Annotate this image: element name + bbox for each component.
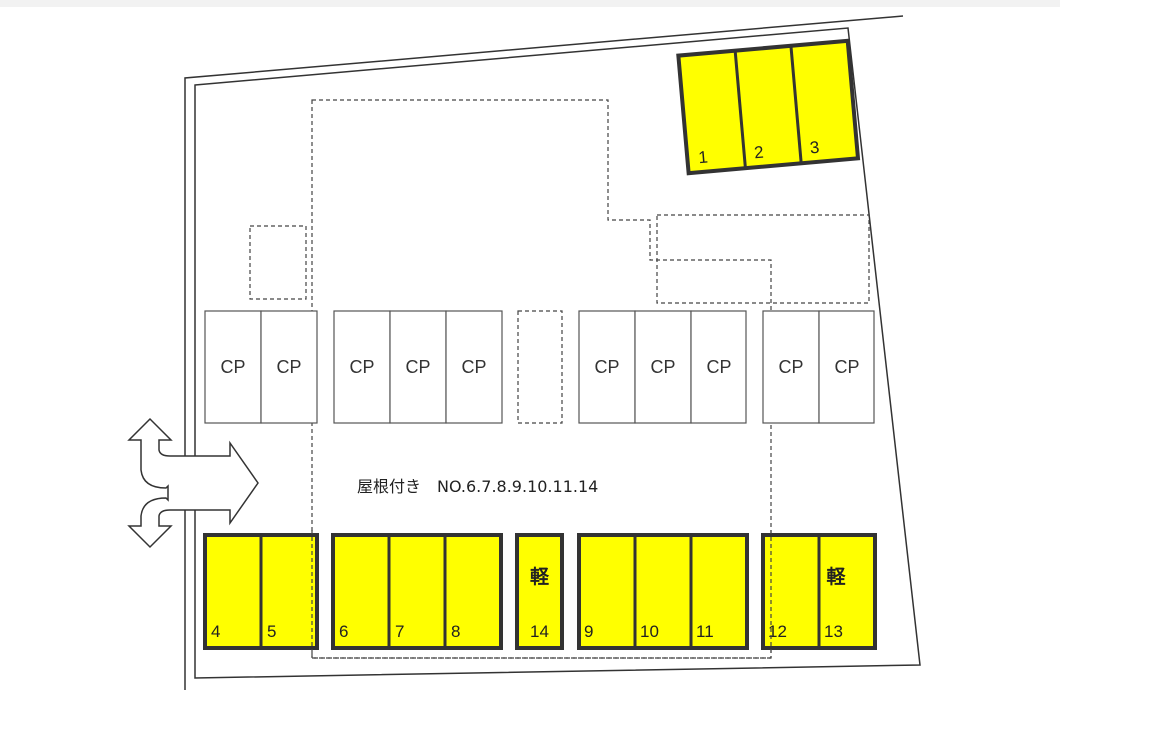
annex-outline — [656, 214, 870, 304]
stall-number-3: 3 — [809, 138, 820, 158]
stall-number-11: 11 — [696, 622, 714, 641]
carport-stall[interactable] — [690, 310, 747, 424]
kei-car-mark: 軽 — [530, 566, 550, 588]
carport-stall[interactable] — [445, 310, 503, 424]
carport-stall[interactable] — [204, 310, 262, 424]
entrance-arrows-icon — [127, 417, 259, 549]
stall-number-10: 10 — [640, 622, 659, 641]
stall-group-9-11: 9 10 11 — [577, 533, 749, 650]
stall-group-14: 軽 14 — [515, 533, 564, 650]
stall-group-4-5: 4 5 — [203, 533, 319, 650]
carport-labels: CP CP CP CP CP CP CP CP CP CP — [220, 357, 859, 377]
parking-stall-2[interactable] — [736, 48, 800, 166]
stall-number-14: 14 — [530, 622, 549, 641]
carport-group-1 — [204, 310, 318, 424]
stall-number-5: 5 — [267, 622, 276, 641]
stall-group-12-13: 12 軽 13 — [761, 533, 877, 650]
stall-group-6-8: 6 7 8 — [331, 533, 503, 650]
carport-group-2 — [333, 310, 503, 424]
carport-label: CP — [405, 357, 430, 377]
carport-row — [204, 310, 875, 424]
roofed-stalls-note: 屋根付き NO.6.7.8.9.10.11.14 — [357, 477, 598, 496]
carport-stall[interactable] — [578, 310, 636, 424]
top-strip — [0, 0, 1060, 7]
carport-group-4 — [762, 310, 875, 424]
carport-stall[interactable] — [818, 310, 875, 424]
carport-label: CP — [276, 357, 301, 377]
carport-label: CP — [778, 357, 803, 377]
kei-car-mark: 軽 — [826, 566, 846, 588]
carport-stall[interactable] — [762, 310, 820, 424]
stall-number-13: 13 — [824, 622, 843, 641]
carport-group-3 — [578, 310, 747, 424]
stall-number-8: 8 — [451, 622, 460, 641]
stall-number-1: 1 — [698, 147, 709, 167]
roof-edge-overlay — [311, 530, 772, 659]
building-footprints — [249, 99, 870, 659]
stall-number-6: 6 — [339, 622, 348, 641]
carport-stall[interactable] — [333, 310, 391, 424]
carport-label: CP — [349, 357, 374, 377]
main-building-outline — [311, 99, 772, 659]
carport-label: CP — [461, 357, 486, 377]
stall-group-top: 1 2 3 — [676, 38, 861, 176]
carport-label: CP — [834, 357, 859, 377]
parking-stall-1[interactable] — [681, 53, 745, 171]
stall-number-7: 7 — [395, 622, 404, 641]
stall-number-12: 12 — [768, 622, 787, 641]
stall-number-4: 4 — [211, 622, 220, 641]
carport-label: CP — [220, 357, 245, 377]
parking-stall-3[interactable] — [792, 43, 856, 161]
small-structure-outline — [249, 225, 307, 300]
carport-stall[interactable] — [389, 310, 447, 424]
walkway-outline — [517, 310, 563, 424]
stall-number-9: 9 — [584, 622, 593, 641]
carport-label: CP — [650, 357, 675, 377]
carport-label: CP — [706, 357, 731, 377]
parking-stall-14[interactable] — [515, 533, 564, 650]
carport-label: CP — [594, 357, 619, 377]
stall-number-2: 2 — [753, 143, 764, 163]
carport-stall[interactable] — [260, 310, 318, 424]
